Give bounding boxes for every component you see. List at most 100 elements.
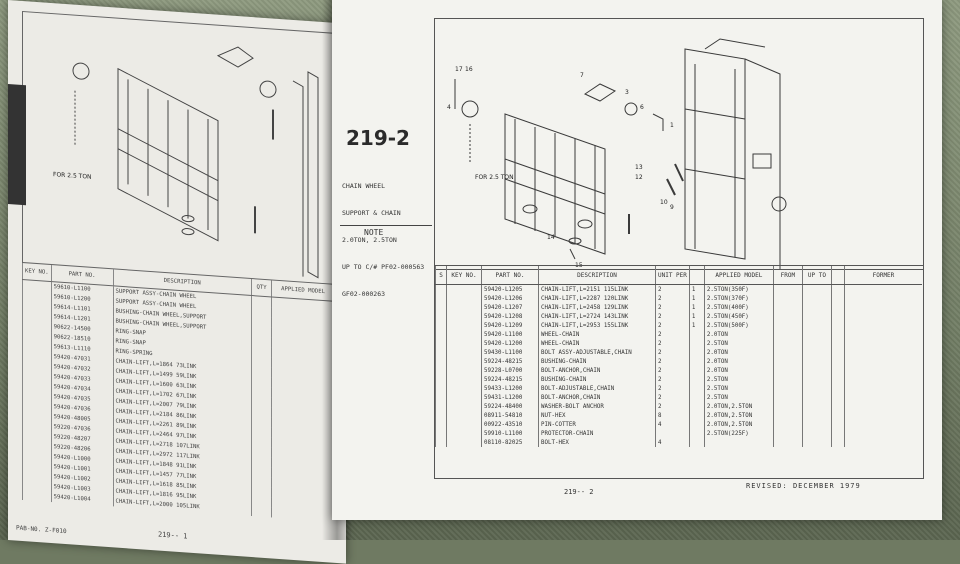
left-exploded-diagram: FOR 2.5 TON [22, 10, 336, 285]
cell-cr [830, 312, 845, 321]
revised-label: REVISED: [746, 482, 788, 490]
cell-key [446, 330, 482, 339]
cell-desc: CHAIN-LIFT,L=2724 143LINK [538, 312, 656, 321]
col-s: S [435, 266, 447, 285]
cell-qty: 2 [655, 339, 690, 348]
cell-desc: BOLT ASSY-ADJUSTABLE,CHAIN [538, 348, 656, 357]
left-parts-table: KEY NO. PART NO. DESCRIPTION QTY APPLIED… [22, 263, 334, 522]
cell-former [843, 429, 922, 438]
cell-q2 [688, 348, 705, 357]
cell-cr [830, 348, 845, 357]
cell-from [772, 411, 803, 420]
cell-q2 [688, 402, 705, 411]
callout-number: 17 [455, 66, 463, 73]
cell-cr [830, 303, 845, 312]
cell-desc: WASHER-BOLT ANCHOR [538, 402, 656, 411]
cell-q2: 1 [688, 284, 705, 294]
cell-desc: PIN-COTTER [538, 420, 656, 429]
cell-from [772, 284, 803, 294]
cell-cr [830, 438, 845, 447]
revised-stamp: REVISED: DECEMBER 1979 [746, 482, 861, 490]
cell-desc: WHEEL-CHAIN [538, 339, 656, 348]
cell-from [772, 330, 803, 339]
cell-desc: BOLT-ANCHOR,CHAIN [538, 366, 656, 375]
section-line: 2.0TON, 2.5TON [342, 236, 397, 244]
cell-cr [830, 411, 845, 420]
cell-cr [830, 420, 845, 429]
section-line: GF02-000263 [342, 290, 386, 298]
cell-key [446, 339, 482, 348]
cell-from [772, 402, 803, 411]
col-cr [830, 266, 845, 285]
section-line: UP TO C/# PF02-000563 [342, 263, 425, 271]
cell-s [435, 348, 447, 357]
parts-table-frame [434, 265, 924, 479]
cell-former [843, 348, 922, 357]
cell-former [843, 330, 922, 339]
cell-upto [801, 393, 832, 402]
cell-former [843, 420, 922, 429]
cell-model: 2.0TON [703, 348, 774, 357]
cell-upto [801, 420, 832, 429]
callout-number: 4 [447, 104, 451, 111]
col-qty2 [688, 266, 705, 285]
left-section-badge [8, 84, 26, 206]
cell-qty: 2 [655, 303, 690, 312]
cell-part: 59224-48400 [481, 402, 539, 411]
cell-s [435, 312, 447, 321]
page-number: 219-- 2 [564, 488, 594, 496]
cell-part: 59420-L1205 [481, 284, 539, 294]
cell-upto [801, 366, 832, 375]
cell-key [446, 438, 482, 447]
cell-upto [801, 438, 832, 447]
cell-key [446, 312, 482, 321]
cell-former [843, 411, 922, 420]
cell-s [435, 393, 447, 402]
callout-number: 14 [547, 234, 555, 241]
cell-q2 [688, 366, 705, 375]
cell-qty: 4 [655, 438, 690, 447]
cell-q2 [688, 339, 705, 348]
cell-part: 08911-54810 [481, 411, 539, 420]
cell-upto [801, 429, 832, 438]
cell-s [435, 330, 447, 339]
cell-q2: 1 [688, 294, 705, 303]
col-applied-model: APPLIED MODEL [703, 266, 774, 285]
cell-qty: 2 [655, 393, 690, 402]
diagram-callouts: 17 16 4 7 3 6 1 13 12 10 9 14 15 FOR 2.5… [447, 66, 674, 269]
cell-model: 2.5TON(350F) [703, 284, 774, 294]
left-diagram-ton-label: FOR 2.5 TON [53, 171, 92, 181]
cell-upto [801, 411, 832, 420]
cell-s [435, 420, 447, 429]
cell-q2 [688, 357, 705, 366]
cell-s [435, 384, 447, 393]
callout-number: 13 [635, 164, 643, 171]
cell-model: 2.5TON(400F) [703, 303, 774, 312]
cell-part: 59430-L1100 [481, 348, 539, 357]
callout-number: 6 [640, 104, 644, 111]
callout-number: 1 [670, 122, 674, 129]
cell-model: 2.0TON,2.5TON [703, 420, 774, 429]
cell-part: 59420-L1209 [481, 321, 539, 330]
cell-cr [830, 339, 845, 348]
cell-q2: 1 [688, 303, 705, 312]
cell-former [843, 303, 922, 312]
cell-part: 59224-48215 [481, 375, 539, 384]
cell-model: 2.5TON [703, 339, 774, 348]
cell-former [843, 366, 922, 375]
cell-part: 59431-L1200 [481, 393, 539, 402]
cell-model: 2.0TON [703, 366, 774, 375]
exploded-parts-diagram: 17 16 4 7 3 6 1 13 12 10 9 14 15 FOR 2.5… [434, 18, 924, 270]
cell-desc: BUSHING-CHAIN [538, 357, 656, 366]
diagram-drawing: 17 16 4 7 3 6 1 13 12 10 9 14 15 FOR 2.5… [447, 38, 787, 269]
cell-desc: BUSHING-CHAIN [538, 375, 656, 384]
cell-cr [830, 366, 845, 375]
